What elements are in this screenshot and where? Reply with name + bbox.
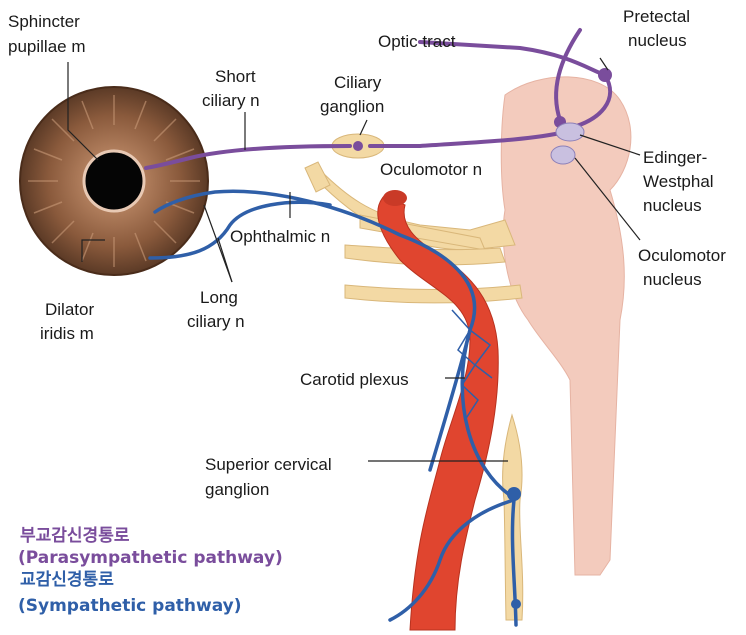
label-superior-cervical-2: ganglion [205, 480, 269, 499]
carotid-opening [383, 190, 407, 206]
legend-sympathetic-english: (Sympathetic pathway) [18, 596, 242, 616]
label-edinger-1: Edinger- [643, 148, 707, 167]
legend-sympathetic-korean: 교감신경통로 [20, 570, 114, 590]
label-oculomotor-n: Oculomotor n [380, 160, 482, 179]
label-edinger-2: Westphal [643, 172, 714, 191]
label-long-ciliary-2: ciliary n [187, 312, 245, 331]
label-pretectal-1: Pretectal [623, 7, 690, 26]
label-superior-cervical-1: Superior cervical [205, 455, 332, 474]
label-sphincter-2: pupillae m [8, 37, 86, 56]
iris-fibers [28, 95, 200, 267]
sympathetic-pathway [148, 189, 518, 627]
label-dilator-1: Dilator [45, 300, 94, 319]
label-pretectal-2: nucleus [628, 31, 687, 50]
legend-parasympathetic-korean: 부교감신경통로 [20, 526, 130, 546]
label-dilator-2: iridis m [40, 324, 94, 343]
pupil [82, 149, 146, 213]
legend-parasympathetic-english: (Parasympathetic pathway) [18, 548, 283, 568]
label-optic-tract: Optic tract [378, 32, 456, 51]
label-edinger-3: nucleus [643, 196, 702, 215]
leader-lines [67, 57, 641, 462]
superior-cervical-synapse [507, 487, 521, 501]
label-ciliary-ganglion-1: Ciliary [334, 73, 382, 92]
label-oculomotor-nucleus-1: Oculomotor [638, 246, 726, 265]
oculomotor-nucleus [550, 145, 576, 165]
label-long-ciliary-1: Long [200, 288, 238, 307]
cranial-nerves [304, 161, 523, 304]
carotid-plexus [451, 309, 493, 421]
label-oculomotor-nucleus-2: nucleus [643, 270, 702, 289]
brainstem [500, 76, 632, 576]
label-ciliary-ganglion-2: ganglion [320, 97, 384, 116]
parasympathetic-synapses [353, 68, 612, 151]
edinger-westphal-nucleus [555, 122, 585, 142]
label-short-ciliary-2: ciliary n [202, 91, 260, 110]
label-carotid-plexus: Carotid plexus [300, 370, 409, 389]
spinal-synapse [511, 599, 521, 609]
label-short-ciliary-1: Short [215, 67, 256, 86]
label-sphincter-1: Sphincter [8, 12, 80, 31]
label-ophthalmic: Ophthalmic n [230, 227, 330, 246]
